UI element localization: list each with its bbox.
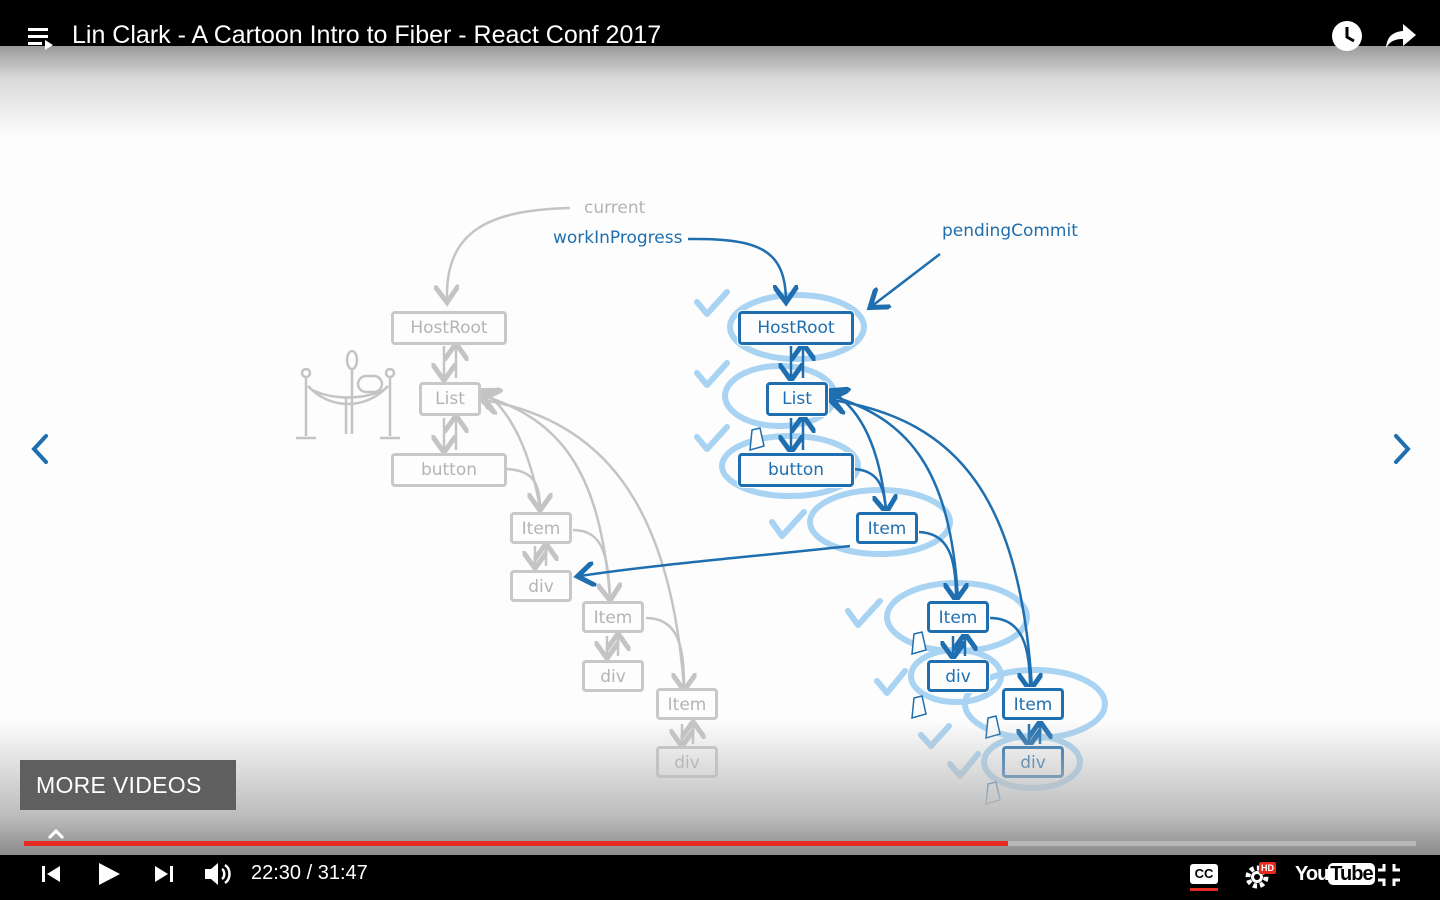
wip-node-button: button	[738, 453, 854, 487]
pending-commit-label: pendingCommit	[942, 221, 1078, 241]
wip-node-item: Item	[927, 601, 989, 633]
settings-gear-icon[interactable]	[1244, 862, 1272, 890]
work-in-progress-label: workInProgress	[553, 228, 683, 248]
current-node-item: Item	[510, 512, 572, 544]
time-separator: /	[301, 862, 318, 884]
chevron-up-icon	[47, 828, 65, 839]
wip-node-item: Item	[856, 512, 918, 544]
progress-bar[interactable]	[24, 841, 1416, 846]
top-gradient	[0, 46, 1440, 136]
watch-later-icon[interactable]	[1331, 20, 1363, 52]
title-bar	[0, 0, 1440, 46]
wip-node-list: List	[766, 382, 828, 416]
current-node-div: div	[582, 660, 644, 692]
check-marks	[694, 289, 981, 779]
more-videos-label: MORE VIDEOS	[36, 772, 202, 798]
playlist-icon[interactable]	[28, 26, 56, 50]
exit-fullscreen-icon[interactable]	[1376, 862, 1402, 888]
work-in-progress-arrows	[580, 237, 1040, 744]
current-tree-arrows	[444, 206, 693, 744]
captions-active-indicator	[1190, 888, 1218, 891]
youtube-logo-tube: Tube	[1328, 863, 1375, 885]
bottom-gradient	[0, 720, 1440, 856]
hd-badge: HD	[1259, 862, 1276, 874]
wip-node-hostroot: HostRoot	[738, 311, 854, 345]
time-total: 31:47	[317, 862, 368, 884]
video-title[interactable]: Lin Clark - A Cartoon Intro to Fiber - R…	[72, 21, 662, 49]
hammock-figure	[296, 349, 400, 440]
more-videos-button[interactable]: MORE VIDEOS	[20, 760, 236, 839]
wip-node-item: Item	[1002, 688, 1064, 720]
captions-button[interactable]: CC	[1190, 864, 1218, 884]
share-icon[interactable]	[1385, 22, 1417, 50]
next-icon[interactable]	[153, 864, 175, 884]
previous-icon[interactable]	[40, 864, 62, 884]
chevron-right-icon[interactable]	[1390, 432, 1414, 466]
time-current: 22:30	[251, 862, 302, 884]
current-label: current	[584, 198, 646, 218]
current-node-div: div	[510, 570, 572, 602]
current-node-item: Item	[582, 601, 644, 633]
volume-icon[interactable]	[203, 860, 235, 888]
youtube-logo-you: You	[1295, 863, 1329, 885]
chevron-left-icon[interactable]	[28, 432, 52, 466]
current-node-list: List	[419, 382, 481, 416]
current-node-button: button	[391, 453, 507, 487]
play-icon[interactable]	[96, 861, 122, 887]
current-node-hostroot: HostRoot	[391, 311, 507, 345]
wip-node-div: div	[927, 660, 989, 692]
current-node-item: Item	[656, 688, 718, 720]
time-display: 22:30 / 31:47	[251, 861, 368, 885]
progress-played	[24, 841, 1009, 846]
